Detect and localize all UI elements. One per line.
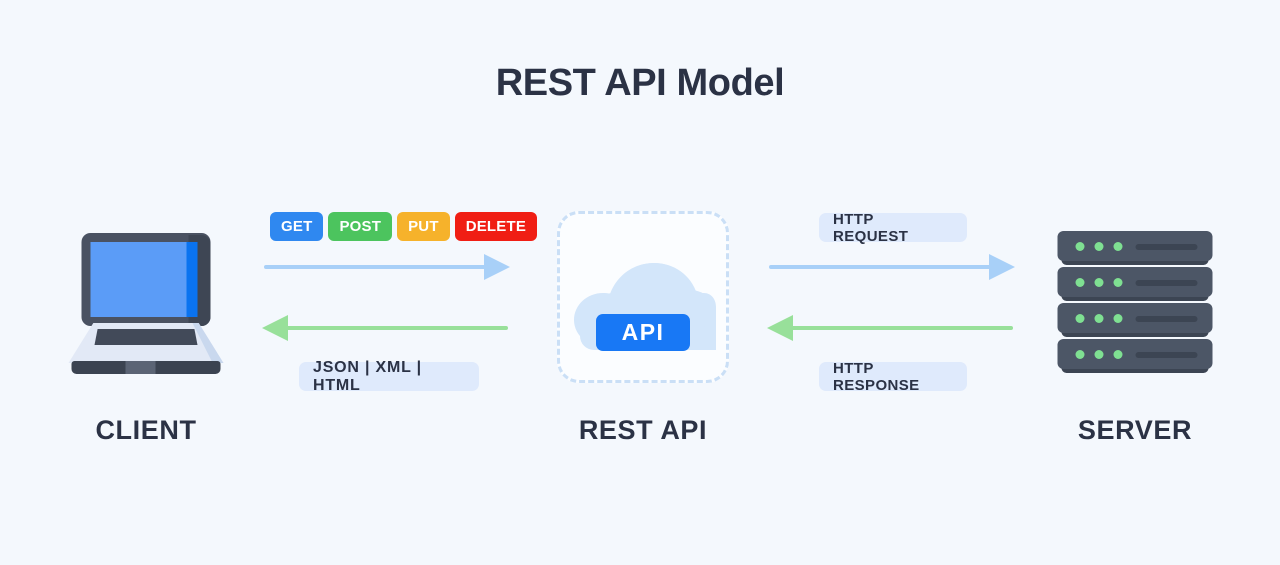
laptop-keyboard: [94, 329, 198, 345]
server-rack-base: [1061, 329, 1209, 337]
response-formats-pill: JSON | XML | HTML: [299, 359, 479, 394]
server-rack: [1057, 231, 1213, 261]
response-arrow-left: [262, 315, 508, 341]
client-label: CLIENT: [95, 415, 197, 445]
server-slot: [1135, 352, 1198, 358]
server-led: [1075, 278, 1085, 287]
rest-api-boundary-box: API: [557, 211, 729, 383]
server-rack: [1057, 303, 1213, 333]
http-request-pill: HTTP REQUEST: [819, 211, 967, 245]
server-rack: [1057, 267, 1213, 297]
server-led: [1113, 314, 1123, 323]
server-led: [1113, 350, 1123, 359]
http-response-pill: HTTP RESPONSE: [819, 360, 967, 394]
server-led: [1094, 278, 1104, 287]
client-node: [26, 215, 266, 395]
server-led: [1113, 278, 1123, 287]
server-rack-base: [1061, 365, 1209, 373]
response-arrow-left: [767, 315, 1013, 341]
server-led: [1075, 350, 1085, 359]
server-rack: [1057, 339, 1213, 369]
method-badge-put[interactable]: PUT: [397, 212, 450, 241]
rest-api-node: API: [523, 211, 763, 395]
laptop-screen: [90, 242, 198, 317]
laptop-screen-edge: [186, 242, 198, 317]
server-led: [1094, 350, 1104, 359]
request-arrow-right: [264, 254, 510, 280]
method-badge-get[interactable]: GET: [270, 212, 324, 241]
server-node: [1015, 215, 1255, 395]
server-slot: [1135, 280, 1198, 286]
server-led: [1094, 314, 1104, 323]
server-led: [1075, 242, 1085, 251]
laptop-base: [68, 323, 224, 363]
server-led: [1075, 314, 1085, 323]
server-led: [1094, 242, 1104, 251]
server-label: SERVER: [1077, 415, 1193, 445]
server-slot: [1135, 244, 1198, 250]
client-to-api-arrows: [258, 250, 514, 346]
api-to-server-arrows: [763, 250, 1019, 346]
rest-api-label: REST API: [578, 415, 708, 445]
api-badge: API: [596, 314, 690, 351]
laptop-front-notch: [125, 361, 156, 374]
laptop-icon: [68, 233, 224, 378]
server-rack-base: [1061, 257, 1209, 265]
method-badge-delete[interactable]: DELETE: [454, 212, 538, 241]
server-led: [1113, 242, 1123, 251]
server-rack-icon: [1057, 231, 1213, 379]
server-slot: [1135, 316, 1198, 322]
method-badge-post[interactable]: POST: [328, 212, 393, 241]
page-title: REST API Model: [495, 62, 785, 104]
http-method-badges: GET POST PUT DELETE: [270, 212, 538, 241]
request-arrow-right: [769, 254, 1015, 280]
server-rack-base: [1061, 293, 1209, 301]
